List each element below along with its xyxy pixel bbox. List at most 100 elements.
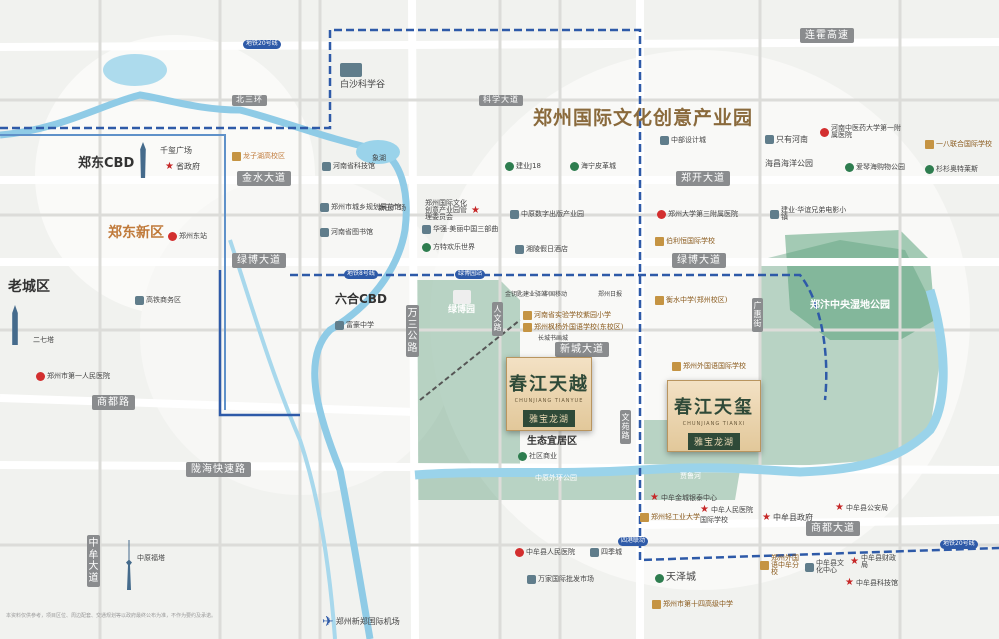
school-icon [232,152,241,161]
shop-icon [505,162,514,171]
poi-jianye-hx[interactable]: 建业·华谊兄弟电影小镇 [770,207,850,221]
poi-haining[interactable]: 海宁皮革城 [570,162,616,171]
poi-huaqiang[interactable]: 华强·美丽中国三部曲 [422,225,498,234]
poi-dishisi[interactable]: 郑州市第十四高级中学 [652,600,733,609]
poi-shequ[interactable]: 社区商业 [518,452,557,461]
poi-zhongyuan[interactable]: 中原福塔 [137,554,165,562]
poi-jianye18[interactable]: 建业J18 [505,162,541,171]
poi-zhongguoyidong[interactable]: 中国移动 [543,291,568,298]
poi-jialuhe[interactable]: 贾鲁河 [680,472,701,480]
road-zhengkai: 郑开大道 [676,171,730,186]
building-icon [340,63,362,77]
project-name: 春江天越 [509,374,589,395]
poi-jinyu[interactable]: 金钥匙建业驿站 [505,291,548,298]
district-wetland-park: 郑汴中央湿地公园 [810,300,890,311]
poi-henankeji[interactable]: 河南省科技馆 [322,162,375,171]
school-icon [640,513,649,522]
poi-jichang[interactable]: ✈郑州新郑国际机场 [322,614,400,630]
poi-xintian[interactable]: 新田广场 [378,204,406,212]
poi-dongshu[interactable]: 郑州大学第三附属医院 [657,210,738,219]
poi-fangte[interactable]: 方特欢乐世界 [422,243,475,252]
poi-renmin-mou[interactable]: ★中牟人民医院 [700,504,753,515]
poi-hangxie[interactable]: 郑州枫杨外国语学校(东校区) [523,323,623,332]
poi-zhongyuanwaihuan[interactable]: 中原外环公园 [535,474,577,482]
poi-chuban[interactable]: 中原数字出版产业园 [510,210,584,219]
jialu-river [414,288,948,480]
school-icon [652,600,661,609]
star-icon: ★ [835,502,844,513]
poi-wenhua[interactable]: 中牟县文化中心 [805,560,845,574]
poi-yibaba[interactable]: 一八联合国际学校 [925,140,995,149]
poi-wanxi[interactable]: 万家国际批发市场 [527,575,594,584]
tv-tower-icon [126,540,132,590]
halo-main [430,50,970,590]
school-icon [760,561,769,570]
poi-qianxi[interactable]: 千玺广场 [160,146,192,155]
poi-fuying[interactable]: 富豪中学 [335,321,374,330]
poi-shengzhengfu[interactable]: ★省政府 [165,161,200,172]
poi-shanshan[interactable]: 杉杉奥特莱斯 [925,165,978,174]
poi-caizheng[interactable]: ★中牟县财政局 [850,554,896,569]
road-lvbo-west: 绿博大道 [232,253,286,268]
metro-line-20 [0,28,999,562]
poi-lvboyuan[interactable]: 绿博园 [448,290,475,315]
building-icon [135,296,144,305]
poi-gaotie[interactable]: 高铁商务区 [135,296,181,305]
poi-changcheng[interactable]: 长城书画城 [538,335,569,342]
poi-gongye[interactable]: 郑州轻工业大学 [640,513,700,522]
poi-hengshui[interactable]: 衡水中学(郑州校区) [655,296,727,305]
project-chunjiang-tianxi[interactable]: 春江天玺 CHUNJIANG TIANXI 雅宝龙湖 [667,380,761,452]
road-shangdu-dadao: 商都大道 [806,521,860,536]
road-longhai: 陇海快速路 [186,462,251,477]
road-lianhuo: 连霍高速 [800,28,854,43]
poi-tushuguan[interactable]: 河南省图书馆 [320,228,373,237]
poi-keji[interactable]: ★中牟县科技馆 [845,577,898,588]
poi-zhongrenmin[interactable]: 中牟县人民医院 [515,548,575,557]
district-laocheng: 老城区 [8,279,50,295]
poi-zhongzhang[interactable]: ★中牟县公安局 [835,502,888,513]
poi-guihua[interactable]: 郑州市城乡规划展览馆 [320,203,401,212]
poi-aiqing[interactable]: 爱琴海购物公园 [845,163,905,172]
tower-icon [12,305,18,345]
star-icon: ★ [762,512,771,523]
poi-longzihu[interactable]: 龙子湖高校区 [232,152,285,161]
district-shengtai: 生态宜居区 [527,436,577,447]
poi-wenchuang[interactable]: 郑州国际文化创意产业园管理委员会★ [425,199,480,221]
poi-zhongyi[interactable]: 河南中医药大学第一附属医院 [820,125,905,139]
building-icon [660,136,669,145]
poi-baisha[interactable]: 白沙科学谷 [340,63,385,90]
poi-tianze[interactable]: 天泽城 [655,573,696,583]
building-icon [590,548,599,557]
library-icon [320,228,329,237]
map-title: 郑州国际文化创意产业园 [533,107,754,129]
poi-zhongnian[interactable]: ★中牟县政府 [762,512,813,523]
star-icon: ★ [700,504,709,515]
school-icon [925,140,934,149]
poi-zhongbu[interactable]: 中部设计城 [660,136,706,145]
poi-shiyan[interactable]: 河南省实验学校紫园小学 [523,311,611,320]
poi-zhongmoujinmeng[interactable]: ★中牟金城银泰中心 [650,492,717,503]
poi-riyun[interactable]: 郑州日报 [598,291,623,298]
disclaimer: 本资料仅供参考，项目区位、周边配套、交通规划等以政府最终公布为准，不作为要约及承… [6,613,217,619]
shop-icon [518,452,527,461]
shop-icon [925,165,934,174]
poi-guoji[interactable]: 国际学校 [700,516,728,524]
poi-haichang[interactable]: 海昌海洋公园 [765,159,813,168]
poi-erqi[interactable]: 二七塔 [33,336,54,344]
rail-line [419,319,521,401]
poi-waiguoyu[interactable]: 郑州外国语国际学校 [672,362,746,371]
poi-zhengzhoudong[interactable]: 郑州东站 [168,232,207,241]
star-icon: ★ [650,492,659,503]
project-chunjiang-tianyue[interactable]: 春江天越 CHUNJIANG TIANYUE 雅宝龙湖 [506,357,592,431]
wetland-park [785,230,935,340]
metro-label-8: 地铁8号线 [344,270,378,279]
poi-yili[interactable]: 伯利恒国际学校 [655,237,715,246]
poi-xiangyu[interactable]: 湘陵假日酒店 [515,245,568,254]
poi-zhiyou[interactable]: 只有河南 [765,135,808,144]
poi-waiyu-mou[interactable]: 郑州外国语中牟分校 [760,555,800,576]
hospital-icon [657,210,666,219]
poi-xianghu[interactable]: 象湖 [372,154,386,162]
poi-renmin[interactable]: 郑州市第一人民医院 [36,372,110,381]
poi-sibaocheng[interactable]: 四季城 [590,548,622,557]
